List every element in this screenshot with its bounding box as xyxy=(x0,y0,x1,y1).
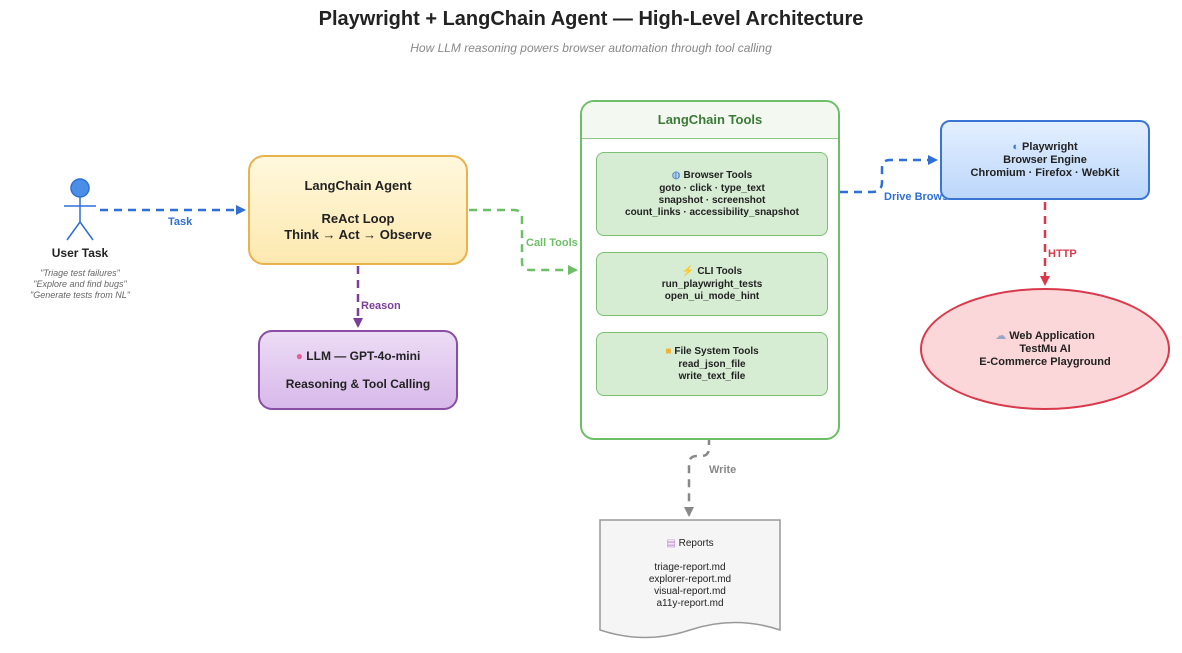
report-file: a11y-report.md xyxy=(656,598,724,609)
reports-document-shape xyxy=(599,519,781,639)
playwright-browsers-label: Chromium · Firefox · WebKit xyxy=(970,166,1120,179)
user-task-label: User Task xyxy=(51,246,109,260)
fs-tools-line: write_text_file xyxy=(678,370,746,382)
edge-http-label: HTTP xyxy=(1048,248,1077,260)
playwright-engine-label: Browser Engine xyxy=(1003,153,1087,166)
llm-title: LLM — GPT-4o-mini xyxy=(306,349,421,363)
playwright-title-row: ◐ Playwright xyxy=(1012,141,1077,154)
lightning-icon: ⚡ xyxy=(681,265,695,277)
browser-tools-title: Browser Tools xyxy=(683,169,753,181)
edge-drive-browser-label: Drive Browser xyxy=(884,191,959,203)
langchain-tools-panel: LangChain Tools ◍Browser Tools goto · cl… xyxy=(580,100,840,440)
edge-task-label: Task xyxy=(168,216,193,228)
webapp-title-row: ☁ Web Application xyxy=(995,330,1095,343)
browser-tools-line: goto · click · type_text xyxy=(659,182,765,194)
cli-tools-line: open_ui_mode_hint xyxy=(664,290,760,302)
langchain-agent-node: LangChain Agent ReAct Loop Think → Act →… xyxy=(248,155,468,265)
cli-tools-title: CLI Tools xyxy=(697,265,743,277)
diagram-title: Playwright + LangChain Agent — High-Leve… xyxy=(318,8,864,30)
folder-icon: ■ xyxy=(665,345,672,357)
user-actor-icon xyxy=(64,178,96,241)
cli-tools-box: ⚡CLI Tools run_playwright_tests open_ui_… xyxy=(596,252,828,316)
brain-icon: ● xyxy=(295,349,303,363)
agent-loop-steps: Think → Act → Observe xyxy=(284,226,432,242)
webapp-site-label: E-Commerce Playground xyxy=(979,355,1111,368)
report-file: explorer-report.md xyxy=(648,574,732,585)
webapp-org-label: TestMu AI xyxy=(1019,342,1071,355)
document-icon: ▤ xyxy=(666,538,676,549)
user-note: "Explore and find bugs" xyxy=(33,279,127,289)
cloud-icon: ☁ xyxy=(995,329,1007,342)
report-file: triage-report.md xyxy=(654,562,726,573)
report-file: visual-report.md xyxy=(654,586,726,597)
webapp-title: Web Application xyxy=(1009,329,1095,342)
fs-tools-header: ■File System Tools xyxy=(665,346,758,358)
user-note: "Generate tests from NL" xyxy=(30,290,130,300)
llm-subtitle: Reasoning & Tool Calling xyxy=(285,377,431,391)
playwright-title: Playwright xyxy=(1022,140,1078,153)
browser-tools-box: ◍Browser Tools goto · click · type_text … xyxy=(596,152,828,236)
browser-tools-line: count_links · accessibility_snapshot xyxy=(625,206,799,218)
edge-write-label: Write xyxy=(709,464,737,476)
edge-reason-label: Reason xyxy=(361,300,401,312)
llm-node: ● LLM — GPT-4o-mini Reasoning & Tool Cal… xyxy=(258,330,458,410)
edge-call-tools-label: Call Tools xyxy=(526,237,578,249)
agent-loop-label: ReAct Loop xyxy=(321,210,395,226)
edge-call-tools xyxy=(469,208,578,275)
cli-tools-header: ⚡CLI Tools xyxy=(682,266,742,278)
cli-tools-line: run_playwright_tests xyxy=(661,278,763,290)
browser-tools-line: snapshot · screenshot xyxy=(658,194,766,206)
reports-node: ▤ Reports triage-report.md explorer-repo… xyxy=(600,538,780,610)
diagram-subtitle: How LLM reasoning powers browser automat… xyxy=(410,41,772,55)
user-note: "Triage test failures" xyxy=(40,268,120,278)
agent-title: LangChain Agent xyxy=(304,177,412,193)
reports-header: ▤ Reports xyxy=(600,538,780,550)
fs-tools-title: File System Tools xyxy=(674,345,759,357)
web-application-node: ☁ Web Application TestMu AI E-Commerce P… xyxy=(920,288,1170,410)
browser-tools-header: ◍Browser Tools xyxy=(672,170,752,182)
masks-icon: ◐ xyxy=(1012,140,1019,153)
llm-title-row: ● LLM — GPT-4o-mini xyxy=(296,349,421,363)
tools-panel-title: LangChain Tools xyxy=(582,102,838,139)
playwright-node: ◐ Playwright Browser Engine Chromium · F… xyxy=(940,120,1150,200)
fs-tools-line: read_json_file xyxy=(678,358,746,370)
edge-drive-browser xyxy=(826,155,938,194)
file-system-tools-box: ■File System Tools read_json_file write_… xyxy=(596,332,828,396)
globe-icon: ◍ xyxy=(671,169,681,181)
reports-title: Reports xyxy=(678,538,714,549)
user-task-examples: "Triage test failures" "Explore and find… xyxy=(10,268,150,301)
